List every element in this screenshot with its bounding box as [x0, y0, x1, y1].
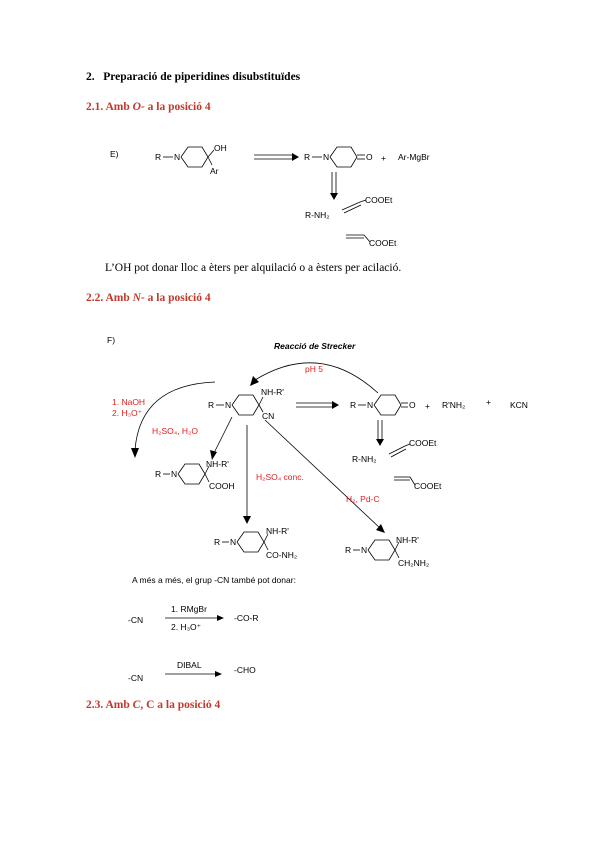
svg-text:-CO-R: -CO-R: [234, 613, 259, 623]
svg-text:R-NH₂: R-NH₂: [305, 210, 330, 220]
section-title: Preparació de piperidines disubstituïdes: [103, 71, 301, 83]
svg-text:-CHO: -CHO: [234, 665, 256, 675]
svg-text:R: R: [155, 152, 161, 162]
svg-text:-CN: -CN: [128, 673, 143, 683]
svg-text:N: N: [230, 537, 236, 547]
subsection-heading-2-2: 2.2. Amb N- a la posició 4: [86, 292, 211, 304]
svg-text:N: N: [171, 469, 177, 479]
svg-text:COOH: COOH: [209, 481, 235, 491]
svg-text:CO-NH₂: CO-NH₂: [266, 550, 297, 560]
svg-text:R: R: [155, 469, 161, 479]
svg-text:O: O: [409, 400, 416, 410]
svg-text:R: R: [304, 152, 310, 162]
svg-text:N: N: [367, 400, 373, 410]
svg-text:pH 5: pH 5: [305, 364, 323, 374]
cn-note: A més a més, el grup -CN també pot donar…: [132, 575, 296, 585]
section-heading: 2. Preparació de piperidines disubstituï…: [86, 71, 300, 83]
scheme-f-label: F): [107, 335, 115, 345]
strecker-label: Reacció de Strecker: [274, 341, 356, 351]
svg-text:COOEt: COOEt: [365, 195, 393, 205]
svg-text:2. H₃O⁺: 2. H₃O⁺: [171, 622, 202, 632]
svg-text:NH-R': NH-R': [206, 459, 229, 469]
svg-text:NH-R': NH-R': [396, 535, 419, 545]
svg-text:-CN: -CN: [128, 615, 143, 625]
scheme-e-label: E): [110, 149, 119, 159]
svg-text:H₂, Pd-C: H₂, Pd-C: [346, 494, 380, 504]
svg-text:+: +: [381, 153, 386, 163]
svg-text:R-NH₂: R-NH₂: [352, 454, 377, 464]
svg-text:COOEt: COOEt: [414, 481, 442, 491]
svg-text:H₂SO₄ conc.: H₂SO₄ conc.: [256, 472, 304, 482]
svg-text:1. RMgBr: 1. RMgBr: [171, 604, 207, 614]
svg-text:NH-R': NH-R': [261, 387, 284, 397]
svg-text:1. NaOH: 1. NaOH: [112, 397, 145, 407]
svg-text:2. H₃O⁺: 2. H₃O⁺: [112, 408, 143, 418]
svg-text:R'NH₂: R'NH₂: [442, 400, 465, 410]
svg-text:N: N: [225, 400, 231, 410]
svg-text:N: N: [323, 152, 329, 162]
svg-text:+: +: [425, 401, 430, 411]
body-paragraph: L’OH pot donar lloc a èters per alquilac…: [105, 262, 402, 274]
svg-text:N: N: [361, 545, 367, 555]
svg-text:Ar: Ar: [210, 166, 219, 176]
svg-text:N: N: [174, 152, 180, 162]
svg-text:CH₂NH₂: CH₂NH₂: [398, 558, 429, 568]
svg-text:O: O: [366, 152, 373, 162]
svg-text:NH-R': NH-R': [266, 526, 289, 536]
svg-text:R: R: [350, 400, 356, 410]
subsection-heading-2-1: 2.1. Amb O- a la posició 4: [86, 101, 211, 113]
svg-text:H₂SO₄, H₂O: H₂SO₄, H₂O: [152, 426, 198, 436]
svg-text:R: R: [208, 400, 214, 410]
svg-text:KCN: KCN: [510, 400, 528, 410]
svg-text:OH: OH: [214, 143, 227, 153]
svg-text:CN: CN: [262, 411, 274, 421]
section-number: 2.: [86, 71, 95, 83]
svg-text:Ar-MgBr: Ar-MgBr: [398, 152, 430, 162]
svg-text:COOEt: COOEt: [369, 238, 397, 248]
svg-text:DIBAL: DIBAL: [177, 660, 202, 670]
svg-text:R: R: [345, 545, 351, 555]
subsection-heading-2-3: 2.3. Amb C, C a la posició 4: [86, 699, 221, 711]
svg-text:R: R: [214, 537, 220, 547]
svg-text:+: +: [486, 397, 491, 407]
svg-text:COOEt: COOEt: [409, 438, 437, 448]
